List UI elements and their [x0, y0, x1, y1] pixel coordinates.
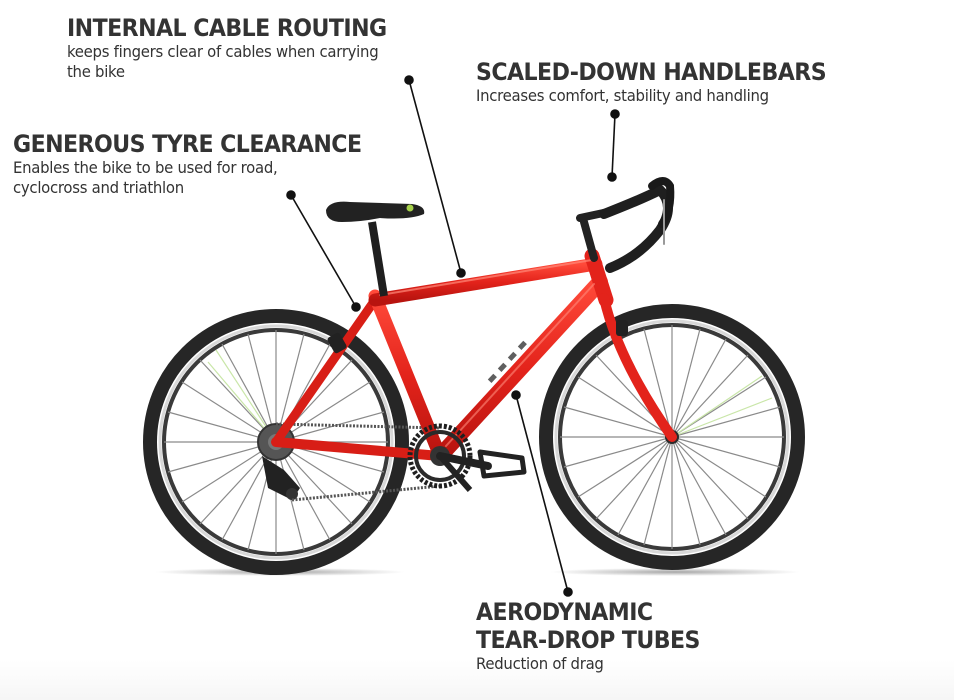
- callout-title-line: TEAR-DROP TUBES: [476, 626, 700, 654]
- callout-description-line: cyclocross and triathlon: [13, 178, 184, 197]
- callout-description-line: keeps fingers clear of cables when carry…: [67, 42, 379, 61]
- callout-title: INTERNAL CABLE ROUTING: [67, 14, 387, 42]
- callout-description-line: the bike: [67, 62, 125, 81]
- callout-title: GENEROUS TYRE CLEARANCE: [13, 130, 362, 158]
- chain: [275, 422, 441, 502]
- callout-description-line: Increases comfort, stability and handlin…: [476, 86, 769, 105]
- crankset: [407, 423, 527, 492]
- callout-title-line: AERODYNAMIC: [476, 598, 653, 626]
- handlebars: [576, 177, 675, 273]
- callout-description-line: Reduction of drag: [476, 654, 604, 673]
- callout-description-line: Enables the bike to be used for road,: [13, 158, 278, 177]
- leader-lines: [286, 75, 620, 597]
- saddle: [326, 201, 425, 297]
- front-brake: [616, 320, 628, 336]
- callout-internal-cable-routing: INTERNAL CABLE ROUTING keeps fingers cle…: [67, 14, 414, 82]
- callout-generous-tyre-clearance: GENEROUS TYRE CLEARANCE Enables the bike…: [13, 130, 392, 198]
- bike-frame: [271, 248, 677, 464]
- callout-aerodynamic-tear-drop-tubes: AERODYNAMIC TEAR-DROP TUBES Reduction of…: [476, 598, 719, 674]
- front-wheel-shadow: [550, 568, 800, 576]
- callout-scaled-down-handlebars: SCALED-DOWN HANDLEBARS Increases comfort…: [476, 58, 857, 106]
- front-wheel: [539, 304, 805, 570]
- rear-brake: [327, 332, 347, 354]
- callout-title: SCALED-DOWN HANDLEBARS: [476, 58, 827, 86]
